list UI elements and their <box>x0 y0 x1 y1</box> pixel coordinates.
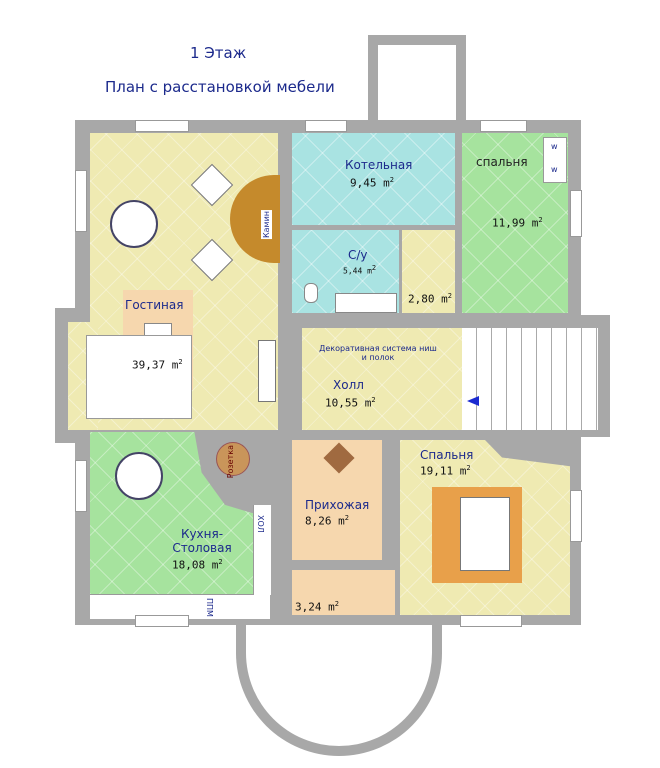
kitchen-counter-side <box>253 505 271 595</box>
room-area-bathroom: 5,44 m2 <box>343 264 377 276</box>
entrance-arrow-icon <box>467 396 479 406</box>
room-name-entry: Прихожая <box>305 498 370 512</box>
window <box>305 120 347 132</box>
room-area-vestibule: 3,24 m2 <box>295 600 339 614</box>
double-sink <box>335 293 397 313</box>
rosette-label: Розетка <box>226 445 235 479</box>
room-area-living: 39,37 m2 <box>132 358 183 372</box>
room-area-boiler: 9,45 m2 <box>350 176 394 190</box>
window <box>135 615 189 627</box>
room-vestibule <box>292 570 395 615</box>
room-area-bedroom-small: 11,99 m2 <box>492 216 543 230</box>
room-area-hall: 10,55 m2 <box>325 396 376 410</box>
sofa <box>86 335 192 419</box>
staircase <box>462 328 598 430</box>
window <box>480 120 527 132</box>
hall-note: Декоративная система ниш и полок <box>319 344 437 362</box>
wardrobe <box>543 137 567 183</box>
floor-title: 1 Этаж <box>190 44 247 62</box>
room-closet <box>402 230 455 313</box>
living-dining-table <box>110 200 158 248</box>
room-bedroom-small <box>462 133 568 313</box>
fireplace-label: Камин <box>261 210 272 240</box>
wardrobe-label: w <box>551 142 558 151</box>
room-area-kitchen: 18,08 m2 <box>172 558 223 572</box>
room-bedroom-big <box>400 440 570 615</box>
window <box>75 460 87 512</box>
room-name-living: Гостиная <box>125 298 184 312</box>
room-area-entry: 8,26 m2 <box>305 514 349 528</box>
window <box>75 170 87 232</box>
kitchen-counter <box>90 594 270 619</box>
fridge-label: ХОЛ <box>256 515 265 533</box>
room-name-bedroom-big: Спальня <box>420 448 474 462</box>
room-name-boiler: Котельная <box>345 158 413 172</box>
room-name-hall: Холл <box>333 378 364 392</box>
wardrobe-label: w <box>551 165 558 174</box>
dishwasher-label: ППМ <box>205 598 214 617</box>
room-area-closet: 2,80 m2 <box>408 292 452 306</box>
room-name-bathroom: С/у <box>348 248 368 262</box>
plan-subtitle: План с расстановкой мебели <box>105 78 335 96</box>
room-name-bedroom-small: спальня <box>476 155 528 169</box>
window <box>135 120 189 132</box>
room-boiler <box>292 133 455 225</box>
rosette <box>216 442 250 476</box>
tv-stand <box>258 340 276 402</box>
window <box>570 490 582 542</box>
window <box>460 615 522 627</box>
toilet <box>304 283 318 303</box>
room-hall <box>302 328 462 430</box>
double-bed <box>460 497 510 571</box>
room-area-bedroom-big: 19,11 m2 <box>420 464 471 478</box>
kitchen-dining-table <box>115 452 163 500</box>
room-name-kitchen: Кухня-Столовая <box>172 527 232 555</box>
window <box>570 190 582 237</box>
